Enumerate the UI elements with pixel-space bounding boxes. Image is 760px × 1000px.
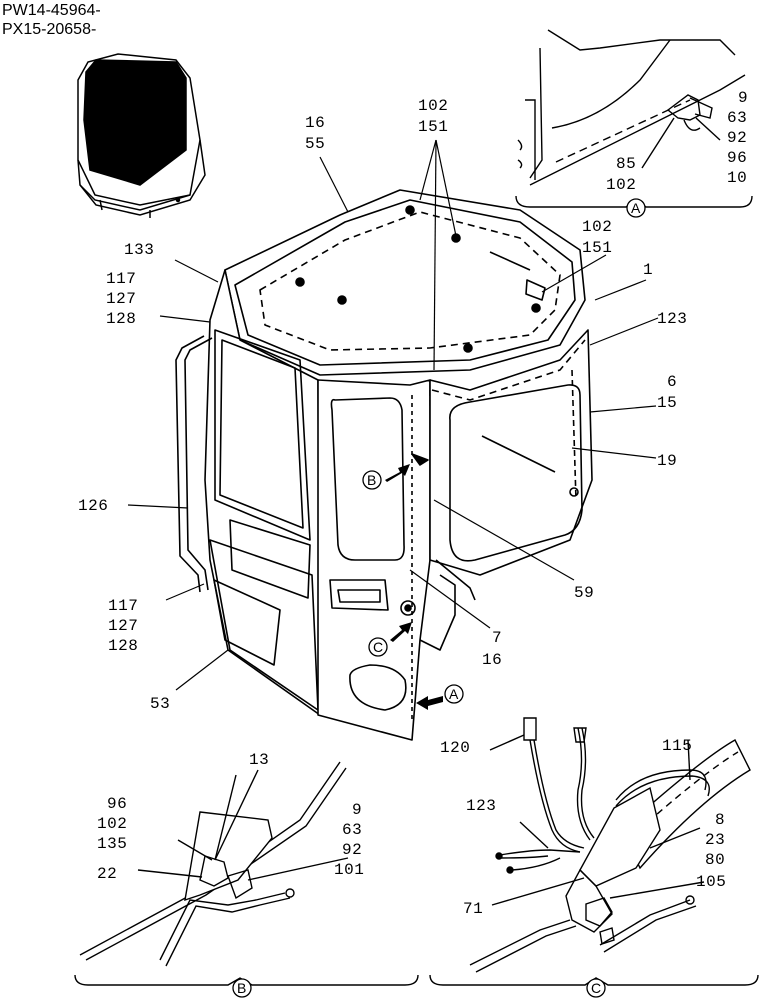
callout-127-upper: 127 [106,290,136,308]
callout-53: 53 [150,695,170,713]
detail-c-115: 115 [662,737,692,755]
detail-c-caption: C [591,980,601,996]
detail-c-8: 8 [715,811,725,829]
callout-6: 6 [667,373,677,391]
detail-b-9: 9 [352,801,362,819]
main-leaders [127,139,659,691]
header-line1: PW14-45964- [2,2,101,19]
detail-b-caption-circle [232,978,252,998]
marker-b-letter: B [367,472,376,488]
detail-b-63: 63 [342,821,362,839]
detail-b-texts: 13 96 102 135 22 9 63 92 101 B [97,751,364,998]
callout-123: 123 [657,310,687,328]
callout-126: 126 [78,497,108,515]
detail-a-96: 96 [727,149,747,167]
detail-c-caption-circle [586,978,606,998]
callout-128-upper: 128 [106,310,136,328]
callout-151-top: 151 [418,118,448,136]
detail-c-123: 123 [466,797,496,815]
detail-b-101: 101 [334,861,364,879]
callout-19: 19 [657,452,677,470]
marker-c: C [368,622,412,657]
detail-c [429,717,759,986]
marker-a: A [416,684,464,710]
main-cab [175,189,593,741]
detail-a-caption-circle [626,198,646,218]
detail-a-caption: A [631,200,641,216]
detail-b-92: 92 [342,841,362,859]
callout-117-upper: 117 [106,270,136,288]
detail-a-9: 9 [738,89,748,107]
callout-127-lower: 127 [108,617,138,635]
callout-1: 1 [643,261,653,279]
callout-16-lower: 16 [482,651,502,669]
detail-b [74,761,419,986]
callout-117-lower: 117 [108,597,138,615]
callout-59: 59 [574,584,594,602]
detail-a-63: 63 [727,109,747,127]
thumbnail-cab [77,53,206,218]
header-line2: PX15-20658- [2,21,96,38]
detail-b-caption: B [237,980,246,996]
arrow-a-icon [416,696,443,710]
detail-c-120: 120 [440,739,470,757]
detail-a-92: 92 [727,129,747,147]
detail-a-102: 102 [606,176,636,194]
detail-a-85: 85 [616,155,636,173]
callout-102-top: 102 [418,97,448,115]
marker-c-letter: C [373,639,383,655]
marker-b: B [362,464,410,490]
detail-b-96: 96 [107,795,127,813]
detail-c-105: 105 [696,873,726,891]
arrow-b-icon [385,464,410,482]
arrow-c-icon [390,622,412,642]
detail-b-102: 102 [97,815,127,833]
detail-c-80: 80 [705,851,725,869]
detail-c-71: 71 [463,900,483,918]
callout-102-right: 102 [582,218,612,236]
main-callout-texts: 16 55 102 151 102 151 1 133 117 127 128 … [78,97,687,713]
detail-a-texts: 9 63 92 96 10 85 102 A [606,89,748,218]
detail-c-23: 23 [705,831,725,849]
detail-b-13: 13 [249,751,269,769]
callout-15: 15 [657,394,677,412]
detail-b-135: 135 [97,835,127,853]
detail-a-10: 10 [727,169,747,187]
callout-7: 7 [492,629,502,647]
callout-128-lower: 128 [108,637,138,655]
callout-133: 133 [124,241,154,259]
callout-16: 16 [305,114,325,132]
detail-c-texts: 115 120 123 8 23 80 105 71 C [440,737,726,998]
callout-55: 55 [305,135,325,153]
callout-151-right: 151 [582,239,612,257]
detail-b-22: 22 [97,865,117,883]
marker-a-letter: A [449,686,459,702]
